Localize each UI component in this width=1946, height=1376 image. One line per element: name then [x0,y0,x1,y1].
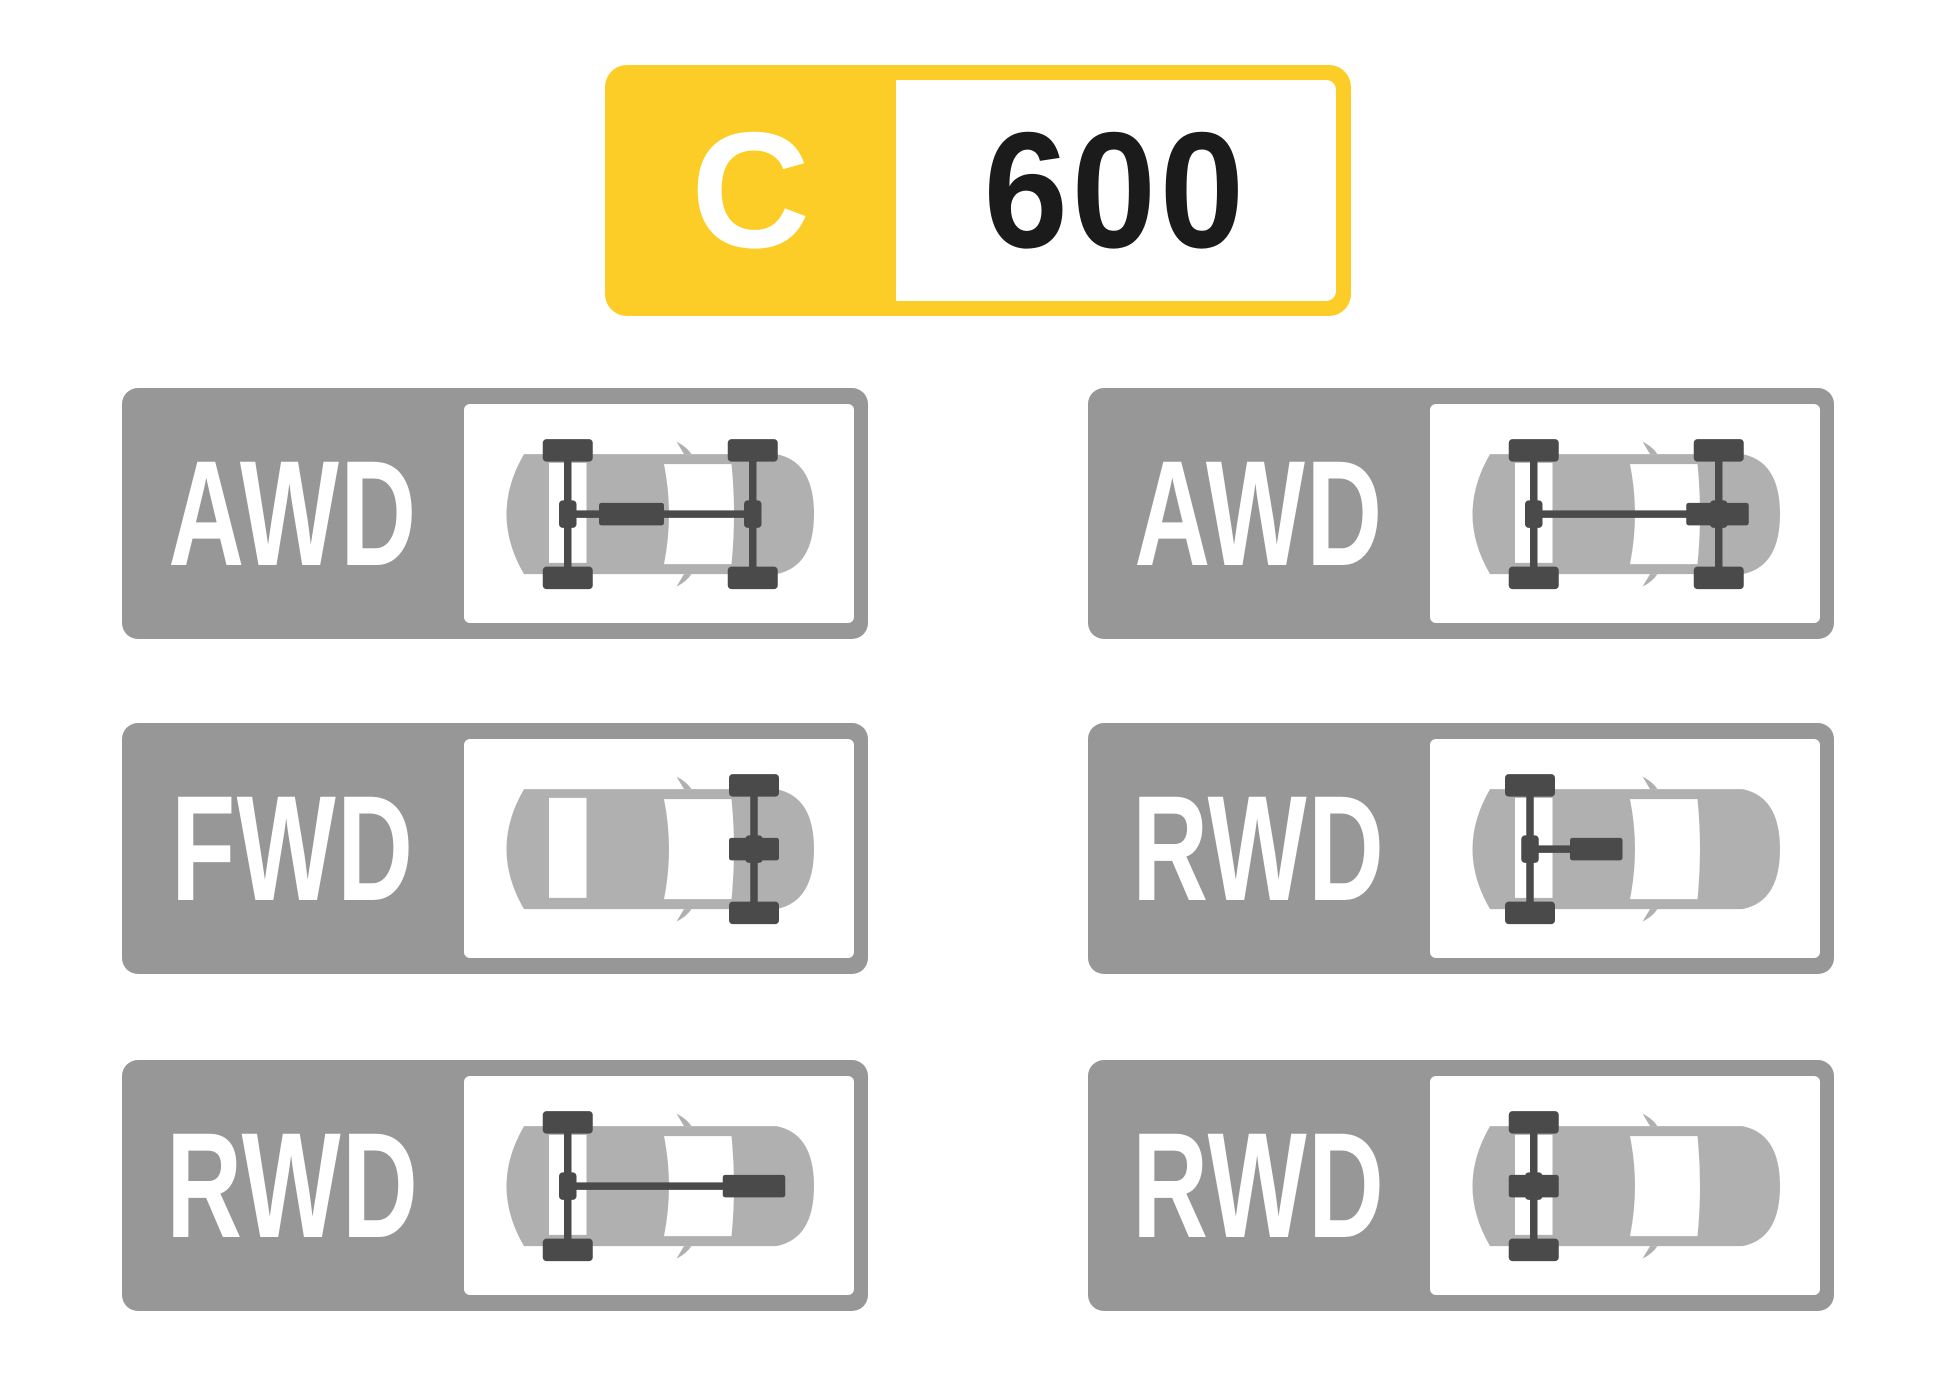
wheel [729,774,779,797]
drivetrain-card-awd-2: AWD [1088,388,1834,639]
wheel [1508,439,1559,462]
drivetrain-card-fwd: FWD [122,723,868,974]
wheel [542,439,593,462]
transfer-case [599,502,664,526]
drivetrain-card-rwd-3: RWD [1088,1060,1834,1311]
awd-car-icon [1472,439,1780,590]
drivetrain-label: RWD [1132,764,1386,932]
wheel [727,439,778,462]
wheel [542,566,593,590]
wheel [1508,1238,1559,1262]
class-number: 600 [983,98,1249,282]
transfer-case [1508,1174,1559,1198]
rwd-car-icon [506,1111,814,1262]
drivetrain-label: RWD [166,1101,420,1269]
drivetrain-label: AWD [1134,429,1384,597]
drive-shaft [1530,845,1574,853]
drivetrain-card-rwd-2: RWD [122,1060,868,1311]
drivetrain-label: RWD [1132,1101,1386,1269]
wheel [1505,901,1555,925]
drive-shaft [567,1182,727,1190]
drivetrain-card-rwd-1: RWD [1088,723,1834,974]
rwd-car-icon [1472,1111,1780,1262]
wheel [1508,1111,1559,1134]
class-letter: C [690,98,811,282]
wheel [542,1111,593,1134]
fwd-car-icon [506,774,814,925]
wheel [1693,566,1744,590]
transfer-case [1686,502,1749,526]
awd-car-icon [506,439,814,590]
windshield [1630,1136,1700,1237]
wheel [1505,774,1555,797]
wheel [1508,566,1559,590]
wheel [729,901,779,925]
drive-shaft [1533,510,1719,518]
windshield [1630,799,1700,900]
class-badge: C 600 [605,65,1351,316]
wheel [727,566,778,590]
drivetrain-label: FWD [171,764,415,932]
windshield [664,799,734,900]
rwd-car-icon [1472,774,1780,925]
transfer-case [729,837,779,861]
wheel [1693,439,1744,462]
rear-window [549,797,587,898]
transfer-case [722,1174,786,1198]
drivetrain-card-awd-1: AWD [122,388,868,639]
drivetrain-label: AWD [168,429,418,597]
transfer-case [1570,837,1623,861]
class-number-panel: 600 [896,80,1336,301]
wheel [542,1238,593,1262]
